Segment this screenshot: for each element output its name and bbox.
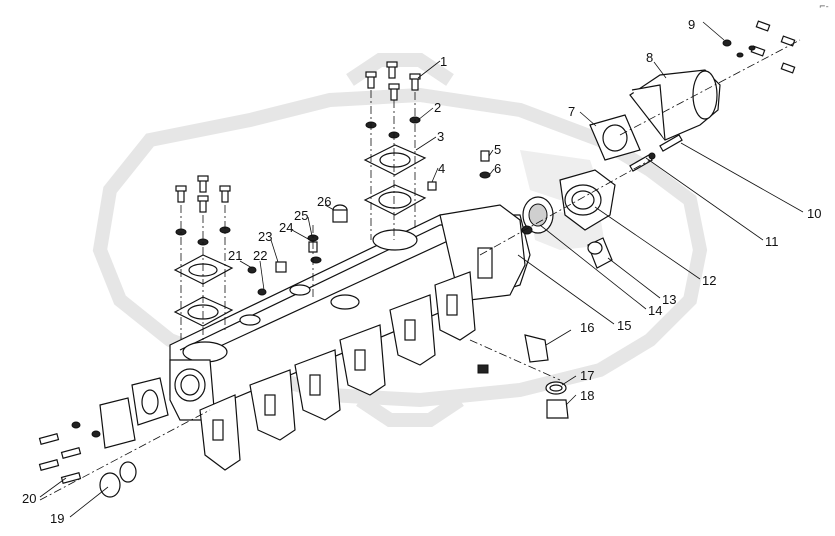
callout-12: 12 [702,273,716,288]
leader-lines [39,21,804,518]
callout-23: 23 [258,229,272,244]
callout-14: 14 [648,303,662,318]
callout-21: 21 [228,248,242,263]
callout-16: 16 [580,320,594,335]
callout-25: 25 [294,208,308,223]
callout-22: 22 [253,248,267,263]
bolt-1-c [409,73,421,91]
callout-2: 2 [434,100,441,115]
callout-9: 9 [688,17,695,32]
callout-6: 6 [494,161,501,176]
callout-7: 7 [568,104,575,119]
callout-10: 10 [807,206,821,221]
bolt-1-d [388,83,400,101]
callout-11: 11 [765,234,779,249]
callout-15: 15 [617,318,631,333]
callout-1: 1 [440,54,447,69]
left-end-cover-assembly [38,377,211,501]
corner-mark: ⌐- [819,2,829,11]
callout-24: 24 [279,220,293,235]
callout-20: 20 [22,491,36,506]
callout-labels: 1 2 3 4 5 6 7 8 9 10 11 12 13 14 15 16 1… [22,17,821,526]
bolt-1-b [386,61,398,79]
callout-13: 13 [662,292,676,307]
callout-5: 5 [494,142,501,157]
outlet-pipe-assembly [479,20,801,269]
bolt-1-a [365,71,377,89]
callout-19: 19 [50,511,64,526]
callout-26: 26 [317,194,331,209]
callout-4: 4 [438,161,445,176]
small-fittings [247,150,491,300]
exhaust-manifold-body [169,204,531,471]
callout-17: 17 [580,368,594,383]
callout-8: 8 [646,50,653,65]
callout-18: 18 [580,388,594,403]
drain-fitting-assembly [469,334,569,419]
top-cover-left-assembly [173,175,234,340]
top-cover-center-assembly [363,61,427,240]
callout-3: 3 [437,129,444,144]
